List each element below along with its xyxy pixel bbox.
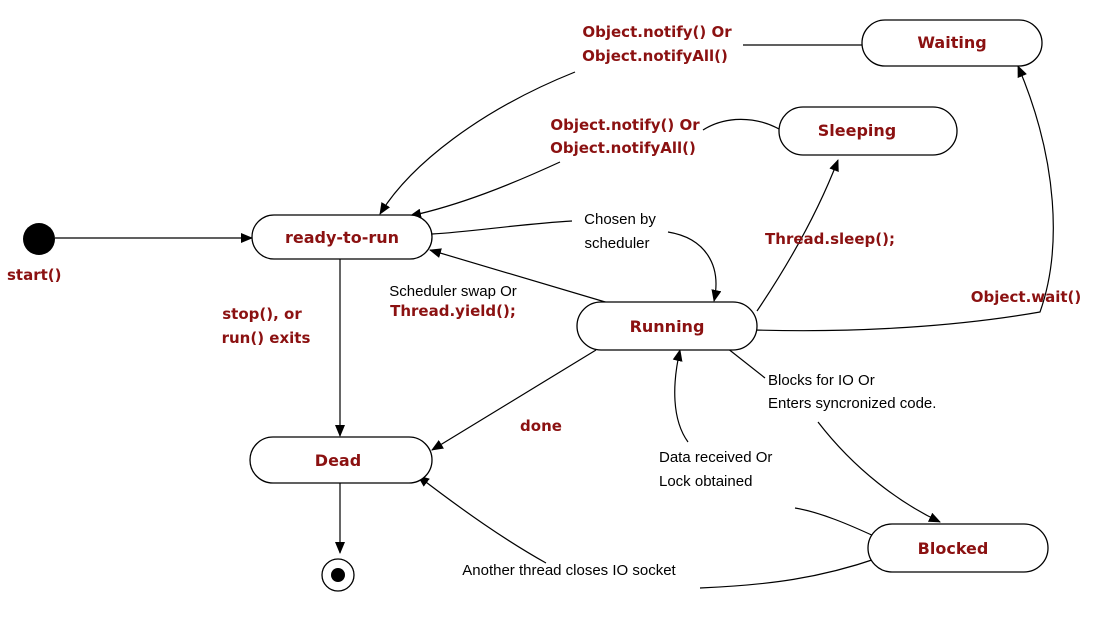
state-ready-to-run-label: ready-to-run bbox=[285, 228, 399, 247]
label-sleeping-notify-line2: Object.notifyAll() bbox=[550, 139, 696, 157]
edge-notify-to-ready bbox=[379, 71, 576, 215]
edge-blocks-label-to-blocked bbox=[817, 421, 941, 523]
edge-blocked-to-another bbox=[699, 557, 879, 589]
label-data-line2: Lock obtained bbox=[659, 473, 752, 490]
label-object-wait: Object.wait() bbox=[971, 288, 1082, 306]
state-blocked: Blocked bbox=[867, 523, 1049, 573]
edge-sleeping-notify-to-ready bbox=[409, 161, 561, 219]
state-running-label: Running bbox=[630, 317, 705, 336]
label-stop-line2: run() exits bbox=[222, 329, 311, 347]
edge-ready-to-running bbox=[431, 220, 573, 235]
edge-blocked-to-data-label bbox=[794, 507, 877, 538]
state-sleeping-label: Sleeping bbox=[818, 121, 897, 140]
edge-running-to-sleeping bbox=[756, 159, 839, 312]
edge-data-label-to-running bbox=[672, 349, 689, 443]
state-sleeping: Sleeping bbox=[778, 106, 958, 156]
transitions bbox=[55, 44, 1054, 589]
state-dead: Dead bbox=[249, 436, 433, 484]
label-thread-sleep: Thread.sleep(); bbox=[765, 230, 895, 248]
state-blocked-label: Blocked bbox=[918, 539, 989, 558]
state-running: Running bbox=[576, 301, 758, 351]
edge-sleeping-to-notify bbox=[702, 118, 780, 131]
label-thread-yield: Thread.yield(); bbox=[390, 302, 516, 320]
edge-running-to-blocks-label bbox=[726, 347, 766, 379]
state-waiting: Waiting bbox=[861, 19, 1043, 67]
edge-running-to-waiting bbox=[754, 65, 1054, 332]
initial-state-dot bbox=[23, 223, 55, 255]
label-chosen-line1: Chosen by bbox=[584, 211, 656, 228]
state-ready-to-run: ready-to-run bbox=[251, 214, 433, 260]
label-data-line1: Data received Or bbox=[659, 449, 772, 466]
label-sleeping-notify-line1: Object.notify() Or bbox=[550, 116, 700, 134]
label-blocks-line1: Blocks for IO Or bbox=[768, 372, 875, 389]
label-waiting-notify-line2: Object.notifyAll() bbox=[582, 47, 728, 65]
state-dead-label: Dead bbox=[315, 451, 361, 470]
label-blocks-line2: Enters syncronized code. bbox=[768, 395, 936, 412]
edge-chosen-to-running bbox=[667, 231, 722, 302]
edge-running-to-ready bbox=[429, 248, 613, 305]
edge-running-to-dead bbox=[431, 349, 597, 451]
label-scheduler-swap: Scheduler swap Or bbox=[389, 283, 517, 300]
label-stop-line1: stop(), or bbox=[222, 305, 302, 323]
label-start: start() bbox=[7, 266, 62, 284]
final-state-inner bbox=[331, 568, 345, 582]
label-done: done bbox=[520, 417, 562, 435]
state-waiting-label: Waiting bbox=[917, 33, 986, 52]
label-another-thread: Another thread closes IO socket bbox=[462, 562, 676, 579]
edge-another-to-dead bbox=[417, 475, 547, 564]
label-waiting-notify-line1: Object.notify() Or bbox=[582, 23, 732, 41]
label-chosen-line2: scheduler bbox=[584, 235, 649, 252]
